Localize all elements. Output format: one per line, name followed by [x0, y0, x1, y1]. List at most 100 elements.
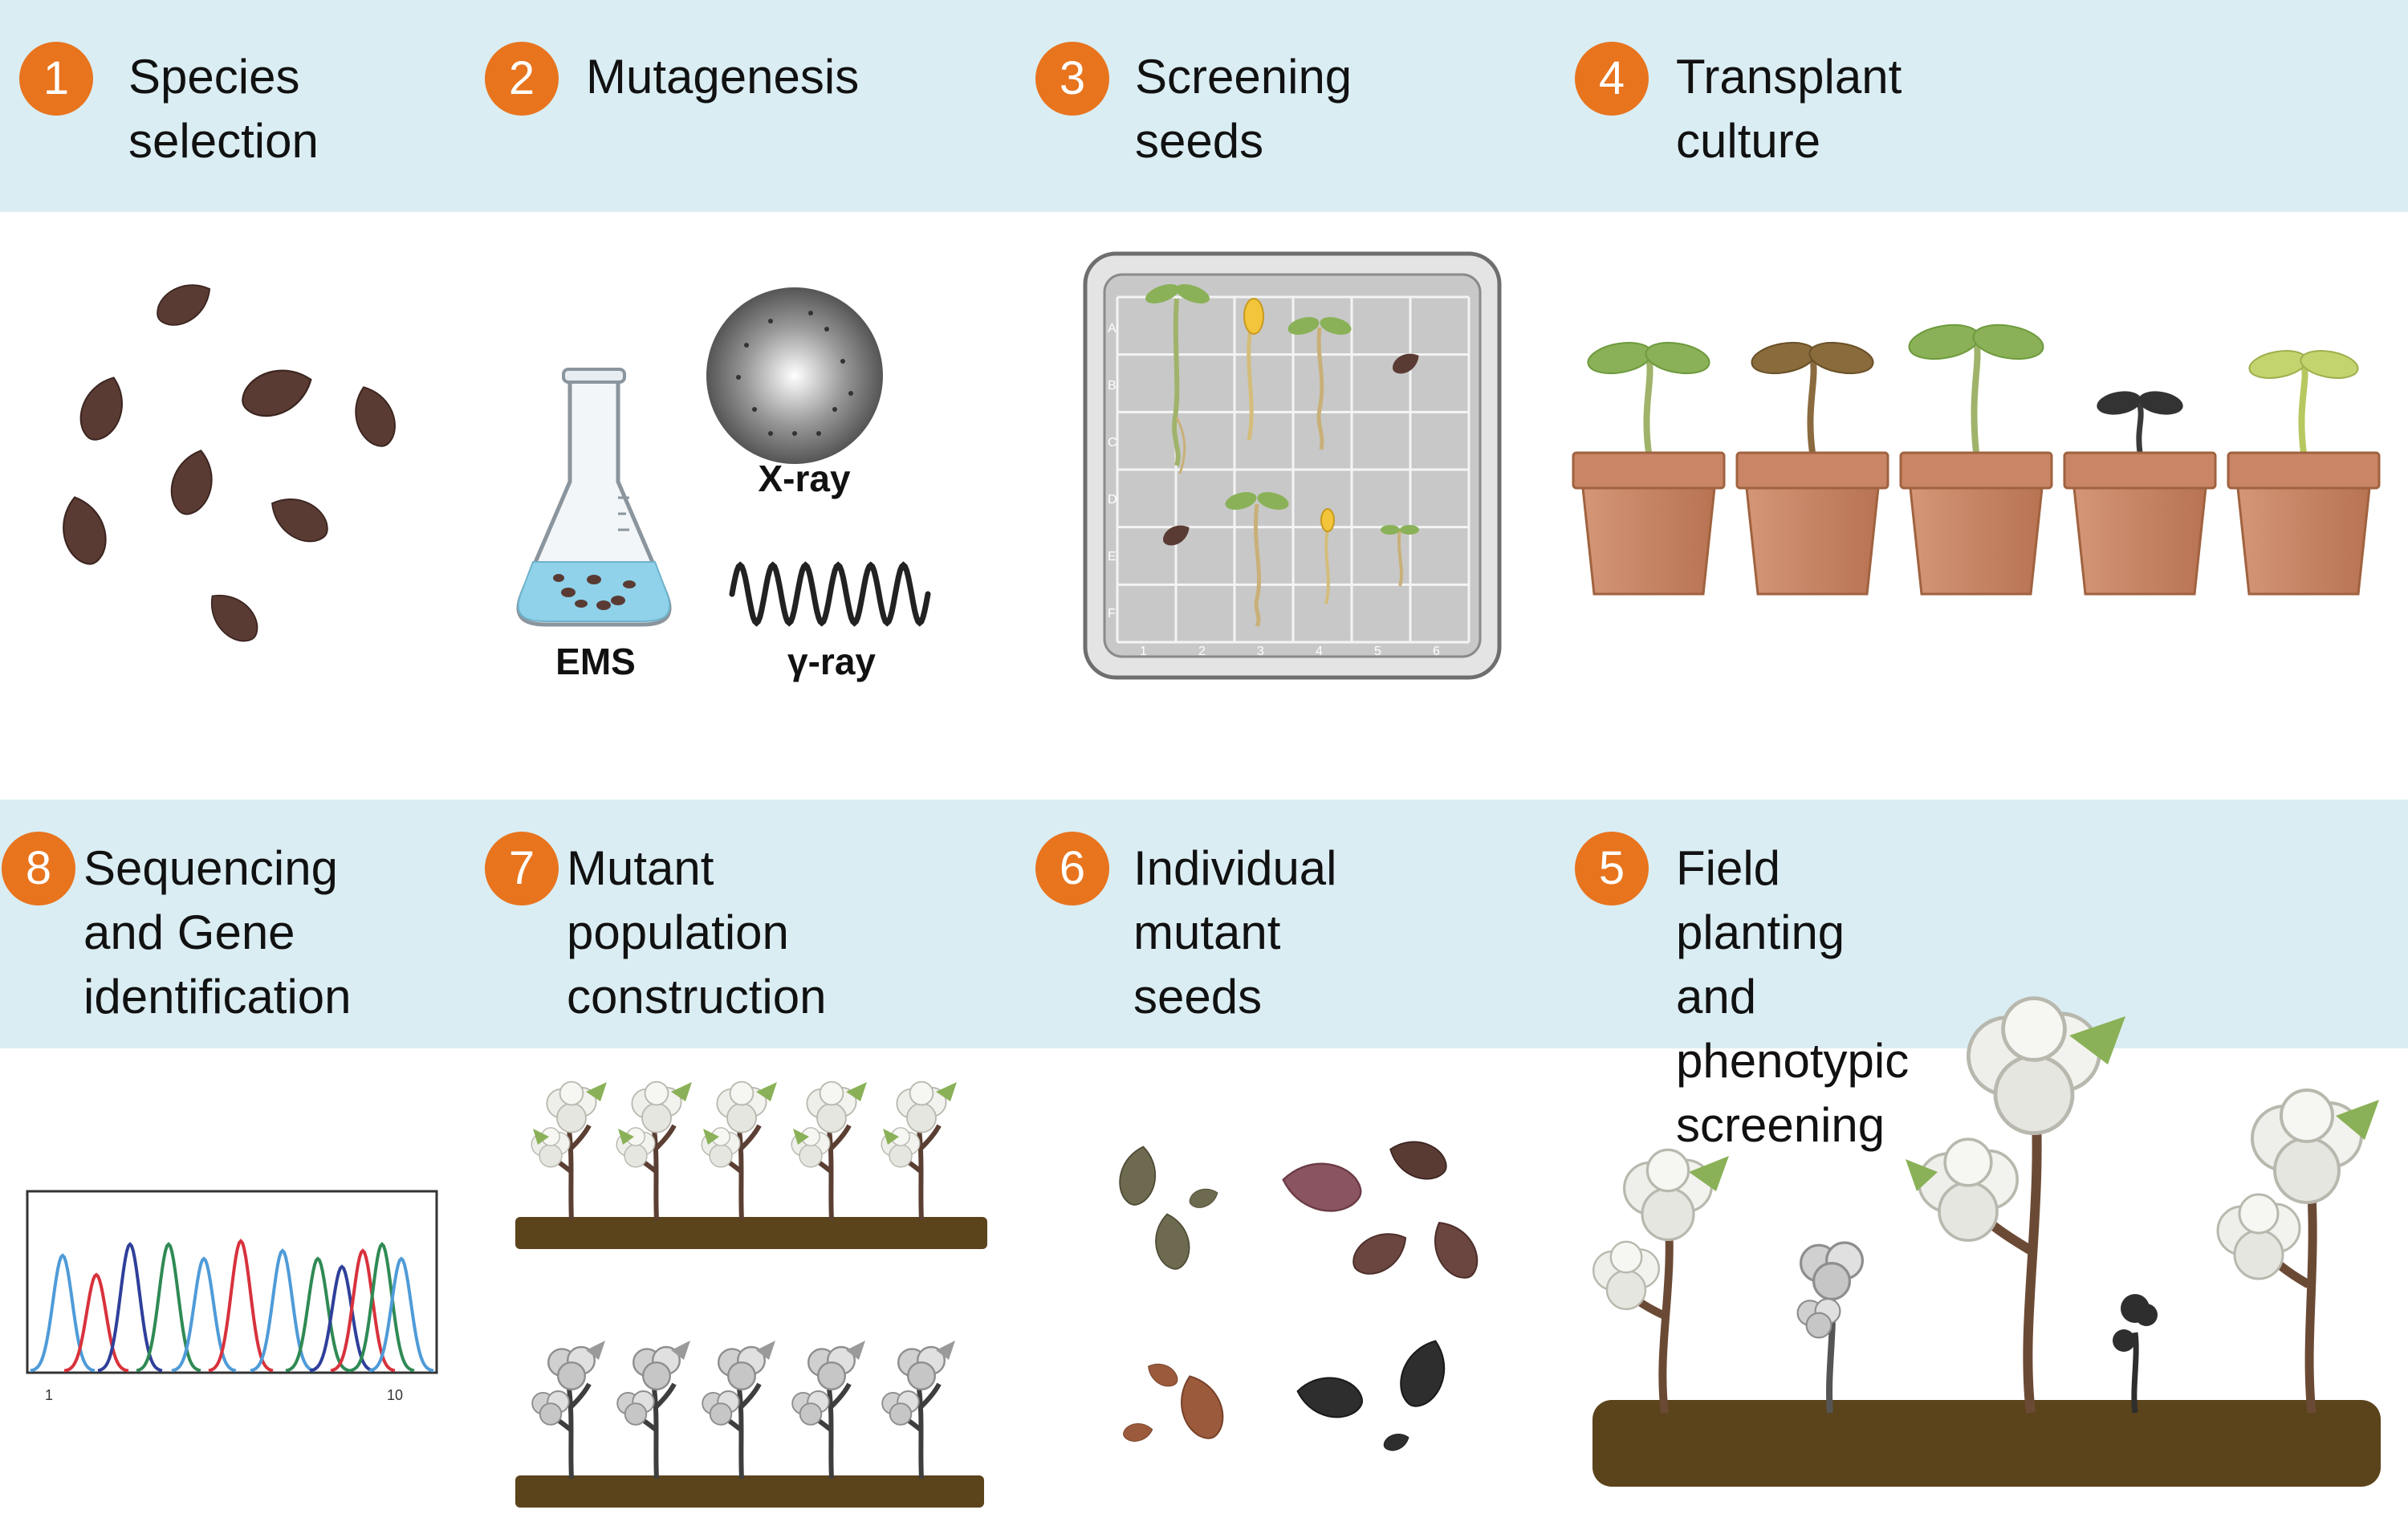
seed-icon: [1278, 1156, 1366, 1218]
plate-col-label: 3: [1257, 645, 1264, 658]
step-title: Mutant population construction: [567, 841, 827, 1023]
cotton-plant-icon: [792, 1341, 865, 1479]
ems-label: EMS: [555, 641, 636, 682]
cotton-plant-icon: [702, 1082, 777, 1220]
step-number-badge: 5: [1575, 832, 1649, 905]
chromatogram-peak: [136, 1242, 201, 1373]
seed-icon: [1344, 1222, 1415, 1284]
plate-col-label: 1: [1140, 645, 1147, 658]
field-planting: [1592, 999, 2381, 1487]
xray-illustration: [706, 287, 883, 464]
cotton-plant-icon: [881, 1082, 957, 1220]
seed-icon: [1115, 1142, 1161, 1209]
seed-icon: [1392, 1333, 1456, 1414]
field-cotton-plant-gray: [1796, 1241, 1864, 1414]
cotton-plant-icon: [531, 1082, 607, 1220]
plate-col-label: 2: [1198, 645, 1206, 658]
individual-mutant-seeds: [1115, 1132, 1487, 1455]
sequencing-chromatogram: 1 10: [26, 1190, 438, 1403]
seed-icon: [1121, 1420, 1155, 1444]
potted-seedling: [2063, 391, 2217, 596]
seed-icon: [148, 273, 219, 335]
seed-icon: [1170, 1369, 1231, 1446]
seed-icon: [199, 583, 267, 651]
germinating-seed: [1243, 298, 1264, 441]
soil-strip: [515, 1217, 987, 1249]
pot-icon: [2063, 451, 2217, 596]
field-cotton-plant: [2216, 1089, 2379, 1414]
field-cotton-plant: [1592, 1148, 1729, 1414]
gamma-ray-wave-icon: [729, 561, 931, 627]
step-number-badge: 3: [1035, 42, 1109, 116]
step-title: Field planting and phenotypic screening: [1676, 841, 1910, 1152]
seed-icon: [1186, 1184, 1222, 1212]
germinating-seed: [1320, 508, 1335, 604]
chromatogram-peak: [97, 1242, 163, 1373]
seed-icon: [1293, 1371, 1367, 1422]
mutant-population-rows: [515, 1082, 987, 1508]
step-number-badge: 6: [1035, 832, 1109, 905]
ems-flask-illustration: [516, 368, 672, 627]
seed-icon: [262, 486, 336, 551]
chromatogram-peaks: [30, 1239, 434, 1373]
plate-row-label: E: [1108, 550, 1117, 564]
seed-icon: [1143, 1357, 1182, 1392]
step-number-badge: 7: [485, 832, 559, 905]
seed-icon: [1383, 1132, 1453, 1187]
top-band: [0, 0, 2408, 212]
plate-row-label: F: [1108, 607, 1116, 621]
transplant-pots: [1572, 324, 2381, 596]
pot-icon: [1572, 451, 1726, 596]
pot-icon: [1899, 451, 2053, 596]
plate-row-label: A: [1108, 322, 1117, 336]
seed-icon: [234, 358, 319, 425]
soil-strip: [515, 1475, 984, 1508]
step-number-badge: 1: [19, 42, 93, 116]
cotton-plant-icon: [882, 1341, 955, 1479]
pot-icon: [1735, 451, 1889, 596]
field-cotton-plant-dark: [2113, 1294, 2158, 1414]
step-title: Sequencing and Gene identification: [83, 841, 352, 1023]
seed-icon: [345, 380, 403, 453]
field-soil: [1592, 1400, 2381, 1487]
cotton-row-gray: [532, 1341, 955, 1479]
step-number-badge: 8: [2, 832, 75, 905]
xray-label: X-ray: [758, 458, 850, 499]
step-title: Species selection: [128, 50, 319, 168]
seed-icon: [1150, 1211, 1194, 1273]
seed-icon: [165, 445, 221, 520]
chromatogram-peak: [63, 1272, 129, 1373]
pot-icon: [2227, 451, 2381, 596]
potted-seedling: [1572, 341, 1726, 596]
chromatogram-peak: [368, 1256, 434, 1373]
germinated-seedling: [1287, 317, 1352, 450]
trace-tick-end: 10: [387, 1387, 403, 1403]
seed-icon: [1381, 1430, 1412, 1455]
cotton-plant-icon: [616, 1082, 692, 1220]
potted-seedling: [2227, 350, 2381, 596]
plate-col-label: 6: [1433, 645, 1440, 658]
plate-row-label: C: [1108, 436, 1117, 450]
germinated-seedling: [1145, 283, 1210, 474]
plate-col-labels: 1 2 3 4 5 6: [1140, 645, 1440, 658]
chromatogram-peak: [30, 1253, 96, 1373]
seed-icon: [72, 370, 133, 447]
germinated-seedling: [1225, 492, 1289, 628]
step-title: Transplant culture: [1676, 50, 1902, 168]
cotton-row-green: [531, 1082, 957, 1220]
seed-icon: [1422, 1212, 1487, 1287]
cotton-plant-icon: [532, 1341, 605, 1479]
plate-row-label: B: [1108, 379, 1117, 393]
plate-col-label: 5: [1374, 645, 1381, 658]
step-number-badge: 2: [485, 42, 559, 116]
step-title: Screening seeds: [1135, 50, 1352, 168]
chromatogram-peak: [250, 1248, 315, 1373]
plate-col-label: 4: [1316, 645, 1323, 658]
cotton-plant-icon: [702, 1341, 775, 1479]
chromatogram-peak: [309, 1264, 375, 1373]
chromatogram-peak: [171, 1256, 237, 1373]
chromatogram-peak: [349, 1242, 415, 1373]
species-seeds-illustration: [54, 273, 403, 651]
